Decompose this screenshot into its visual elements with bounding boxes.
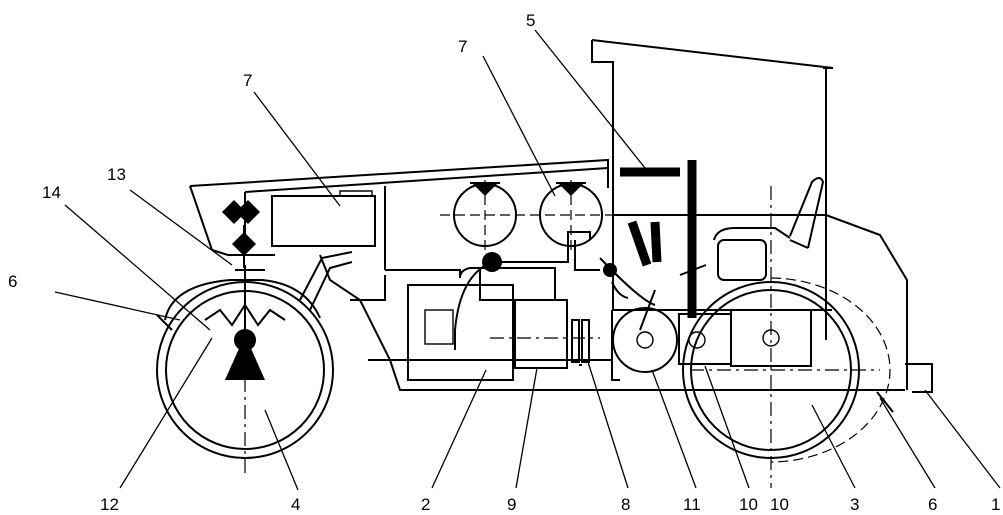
leader-lines (54, 29, 1001, 491)
callout-9: 9 (507, 495, 516, 514)
coupling-8 (571, 319, 590, 366)
operator-controls (620, 160, 825, 331)
callout-6-bottom: 6 (928, 495, 937, 514)
callout-8: 8 (621, 495, 630, 514)
steering-valve (222, 200, 260, 268)
rear-drum (682, 186, 891, 488)
callout-10-b: 10 (770, 495, 789, 514)
callout-13: 13 (107, 165, 126, 184)
callout-labels: 5 7 7 13 14 6 12 4 2 9 8 11 10 10 3 6 1 (8, 11, 1000, 514)
tank-left (271, 190, 376, 247)
callout-10-a: 10 (739, 495, 758, 514)
callout-5: 5 (526, 11, 535, 30)
pump-9 (490, 299, 600, 369)
callout-14: 14 (42, 183, 61, 202)
callout-1: 1 (991, 495, 1000, 514)
callout-2: 2 (421, 495, 430, 514)
engine-block (407, 267, 556, 381)
callout-4: 4 (291, 495, 300, 514)
callout-11: 11 (683, 495, 701, 514)
operator-cab (591, 39, 834, 340)
callout-7-right: 7 (458, 37, 467, 56)
scrapers (156, 314, 933, 413)
tank-pair-right (440, 180, 640, 250)
reducer-11 (612, 307, 678, 373)
front-fork (164, 251, 353, 330)
hydraulic-lines (454, 231, 656, 350)
callout-7-left: 7 (243, 71, 252, 90)
callout-6-left: 6 (8, 272, 17, 291)
callout-12: 12 (100, 495, 119, 514)
callout-3: 3 (850, 495, 859, 514)
